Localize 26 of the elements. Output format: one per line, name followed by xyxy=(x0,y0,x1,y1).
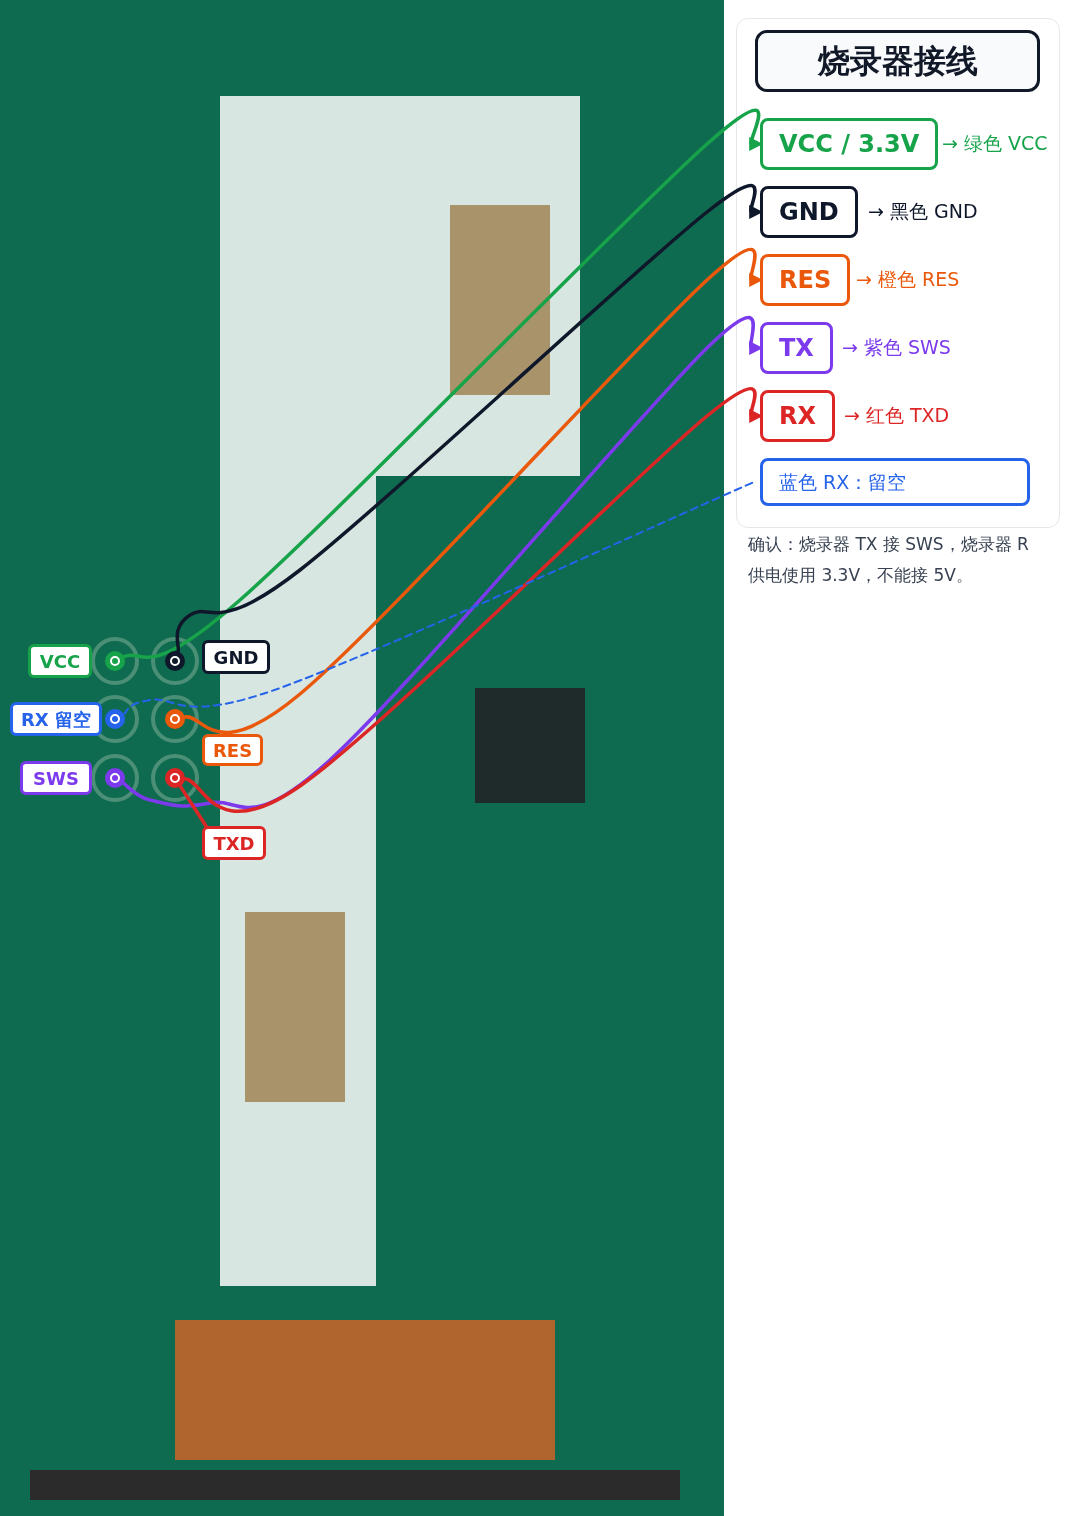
wire-arrow xyxy=(183,247,759,735)
wire-label-box: RES xyxy=(760,254,851,306)
dashed-wire xyxy=(122,481,755,716)
wire-color-note: → 紫色 SWS xyxy=(842,338,951,357)
wire-label-box: GND xyxy=(760,186,858,238)
wire-arrow xyxy=(122,108,761,659)
wire-label-box: RX xyxy=(760,390,835,442)
wire-arrow xyxy=(183,386,760,813)
pin-label: VCC xyxy=(28,644,92,678)
wire-arrow xyxy=(121,315,760,810)
wire-label-box: VCC / 3.3V xyxy=(760,118,939,170)
pin-label: GND xyxy=(202,640,270,674)
note-text: 供电使用 3.3V，不能接 5V。 xyxy=(748,567,973,584)
wire-label-box: 蓝色 RX：留空 xyxy=(760,458,1030,506)
pin-label: TXD xyxy=(202,826,266,860)
wire-color-note: → 绿色 VCC xyxy=(942,134,1048,153)
wire-color-note: → 黑色 GND xyxy=(868,202,978,221)
note-text: 确认：烧录器 TX 接 SWS，烧录器 R xyxy=(748,536,1029,553)
title-banner: 烧录器接线 xyxy=(755,30,1040,92)
wire-arrow xyxy=(175,183,760,654)
pin-label: SWS xyxy=(20,761,92,795)
wire-color-note: → 橙色 RES xyxy=(856,270,960,289)
pin-label: RES xyxy=(202,734,264,766)
wire-color-note: → 红色 TXD xyxy=(844,406,950,425)
wire-label-box: TX xyxy=(760,322,833,374)
pin-label: RX 留空 xyxy=(10,702,102,736)
